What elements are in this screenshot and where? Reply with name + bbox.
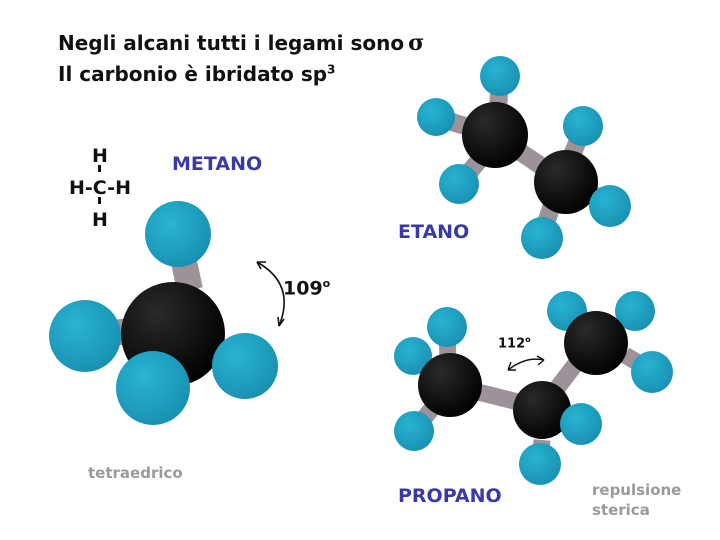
formula-middle-row: H-C-H	[69, 177, 131, 199]
ethane-carbon-1	[462, 102, 528, 168]
ethane-hydrogen-1	[480, 56, 520, 96]
propane-hydrogen-1	[427, 307, 467, 347]
methane-angle-arrow	[256, 261, 285, 327]
formula-bond-upper	[98, 165, 101, 172]
methane-molecule	[49, 201, 278, 425]
methane-angle-label: 109o	[283, 277, 331, 300]
propane-angle-label: 112o	[498, 335, 531, 352]
steric-repulsion-label: repulsione sterica	[592, 481, 682, 519]
propane-angle-arrow	[507, 355, 545, 371]
formula-bottom-hydrogen: H	[92, 209, 108, 231]
ethane-hydrogen-6	[521, 217, 563, 259]
propane-hydrogen-7	[615, 291, 655, 331]
propane-molecule	[394, 291, 673, 485]
methane-hydrogen-top	[145, 201, 211, 267]
formula-top-hydrogen: H	[92, 145, 108, 167]
ethane-carbon-2	[534, 150, 598, 214]
propane-carbon-1	[418, 353, 482, 417]
propane-hydrogen-5	[519, 443, 561, 485]
ethane-hydrogen-4	[563, 106, 603, 146]
formula-bond-lower	[98, 197, 101, 204]
hybridization-superscript: 3	[327, 62, 336, 77]
propane-carbon-2	[513, 381, 571, 439]
ethane-hydrogen-5	[589, 185, 631, 227]
propane-carbon-3	[564, 311, 628, 375]
title-line-2: Il carbonio è ibridato sp3	[58, 62, 336, 86]
propane-hydrogen-2	[394, 337, 432, 375]
propane-hydrogen-3	[394, 411, 434, 451]
ethane-label: ETANO	[398, 221, 470, 243]
propane-label: PROPANO	[398, 485, 502, 507]
ethane-molecule	[417, 56, 631, 259]
propane-hydrogen-8	[631, 351, 673, 393]
tetrahedral-label: tetraedrico	[88, 464, 183, 482]
methane-structural-formula: H H-C-H H	[64, 140, 136, 236]
methane-hydrogen-right	[212, 333, 278, 399]
ethane-hydrogen-3	[439, 164, 479, 204]
methane-hydrogen-front	[116, 351, 190, 425]
methane-hydrogen-left	[49, 300, 121, 372]
sigma-symbol: σ	[408, 30, 425, 56]
propane-hydrogen-4	[560, 403, 602, 445]
ethane-hydrogen-2	[417, 98, 455, 136]
methane-label: METANO	[172, 153, 263, 175]
